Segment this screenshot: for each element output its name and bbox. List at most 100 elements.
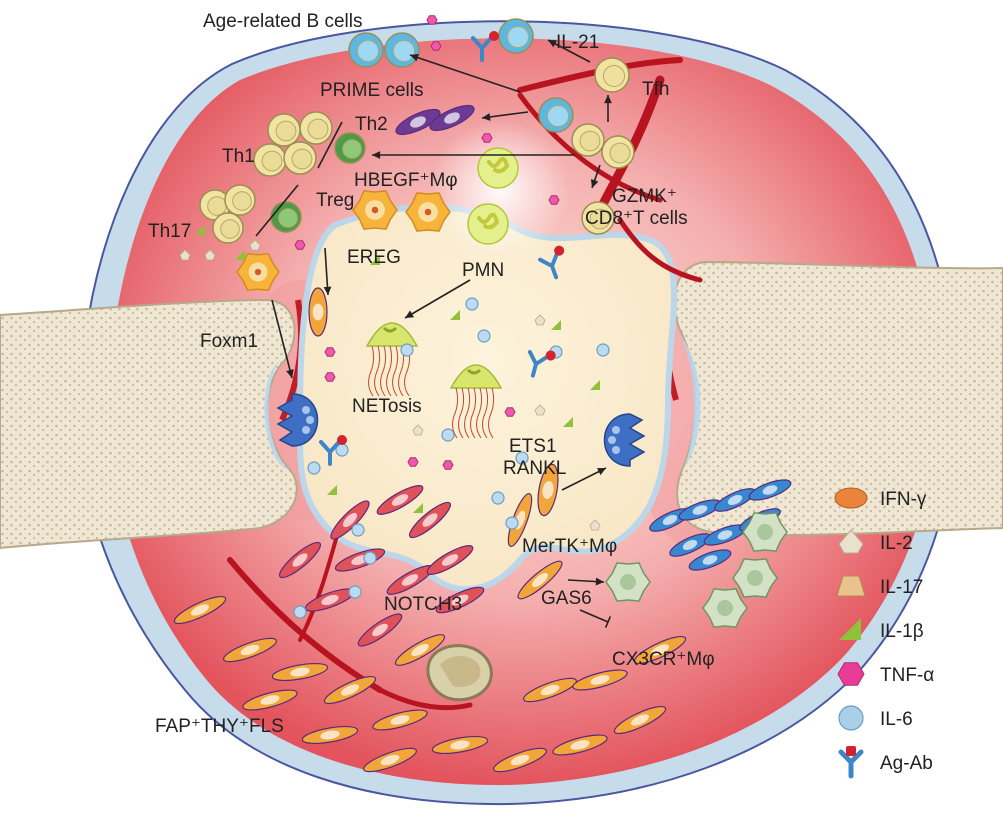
legend-item: TNF-α — [837, 662, 934, 686]
pmn-cell — [477, 147, 519, 189]
il-6-icon — [515, 451, 529, 465]
il-1b-icon — [235, 250, 245, 260]
cx3cr-macrophage — [742, 512, 788, 552]
b-cell — [538, 97, 574, 133]
cd8-t-cell — [601, 135, 635, 169]
cx3cr-macrophage — [702, 588, 748, 628]
th17-cell — [212, 212, 244, 244]
th2-cell — [334, 132, 366, 164]
legend-item: Ag-Ab — [838, 746, 933, 779]
cx3cr-macrophage — [732, 558, 778, 598]
osteoclast — [276, 393, 319, 447]
ag-ab-icon — [838, 749, 864, 779]
il-6-icon — [838, 705, 864, 731]
fls-cell — [323, 675, 377, 705]
tnf-alpha-icon — [504, 407, 516, 417]
legend-item: IL-1β — [839, 618, 924, 642]
th1-cell — [299, 111, 333, 145]
fls-cell — [552, 734, 608, 756]
cx3cr-macrophage — [605, 562, 651, 602]
fls-cell — [431, 735, 489, 755]
label-mertk-macrophage: MerTK⁺Mφ — [522, 536, 617, 557]
il-1b-icon — [563, 417, 573, 427]
tnf-alpha-icon — [548, 195, 560, 205]
hbegf-macrophage — [352, 190, 398, 230]
th1-cell — [253, 143, 287, 177]
label-age-related-b-cells: Age-related B cells — [203, 11, 362, 32]
tnf-alpha-icon — [430, 41, 442, 51]
il-2-icon — [179, 249, 191, 261]
pmn-cell — [467, 203, 509, 245]
legend-item: IL-6 — [838, 705, 913, 731]
il-6-icon — [505, 516, 519, 530]
il-6-icon — [465, 297, 479, 311]
il-2-icon — [589, 519, 601, 531]
il-2-icon — [838, 529, 864, 554]
ifn-gamma-icon — [834, 487, 868, 509]
fls-cell — [372, 709, 428, 731]
il-6-icon — [363, 551, 377, 565]
fls-cell — [572, 669, 628, 691]
sublining-fibroblast — [376, 485, 424, 515]
label-fap-thy-fls: FAP⁺THY⁺FLS — [155, 716, 284, 737]
fls-cell — [362, 747, 418, 773]
label-ereg: EREG — [347, 247, 401, 268]
label-th2: Th2 — [355, 114, 388, 135]
label-notch3: NOTCH3 — [384, 594, 462, 615]
netosis-cell — [449, 364, 503, 439]
legend-label: IFN-γ — [880, 489, 927, 510]
label-treg: Treg — [316, 190, 354, 211]
label-th1: Th1 — [222, 146, 255, 167]
cytokines-layer — [179, 15, 610, 619]
tnf-alpha-icon — [837, 662, 865, 686]
fls-cell — [613, 705, 667, 735]
ag-ab-icon — [527, 350, 556, 378]
il-1b-icon — [370, 255, 380, 265]
cells-layer — [173, 18, 792, 773]
osteoclast — [603, 413, 646, 467]
legend-label: IL-1β — [880, 621, 924, 642]
il-2-icon — [249, 239, 261, 251]
il-6-icon — [491, 491, 505, 505]
th1-cell — [283, 141, 317, 175]
il-2-icon — [412, 424, 424, 436]
fls-cell — [301, 725, 359, 745]
il-6-icon — [307, 461, 321, 475]
hbegf-macrophage — [405, 192, 451, 232]
il-1b-icon — [413, 503, 423, 513]
fls-cell — [242, 689, 298, 711]
il-17-icon — [836, 575, 866, 597]
b-cell — [498, 18, 534, 54]
fls-cell — [522, 677, 578, 703]
tnf-alpha-icon — [294, 240, 306, 250]
label-gzmk: GZMK⁺ — [612, 186, 677, 207]
legend-item: IFN-γ — [834, 487, 927, 510]
ets1-cell — [537, 463, 559, 517]
sublining-fibroblast — [426, 545, 474, 575]
th1-cell — [267, 113, 301, 147]
il-1b-icon — [195, 225, 205, 235]
fls-cell — [492, 747, 548, 773]
joint-cavity — [296, 203, 677, 593]
il-1b-icon — [590, 380, 600, 390]
blue-fibroblast — [748, 479, 792, 501]
il-2-icon — [204, 249, 216, 261]
legend-label: IL-2 — [880, 533, 913, 554]
th17-cell — [224, 184, 256, 216]
ag-ab-icon — [471, 31, 499, 62]
tnf-alpha-icon — [324, 372, 336, 382]
blue-fibroblast — [688, 549, 732, 571]
hbegf-macrophage — [236, 253, 280, 291]
il-1b-icon — [551, 320, 561, 330]
label-prime-cells: PRIME cells — [320, 80, 423, 101]
label-netosis: NETosis — [352, 396, 422, 417]
tnf-alpha-icon — [481, 133, 493, 143]
tnf-alpha-icon — [324, 347, 336, 357]
il-6-icon — [293, 605, 307, 619]
il-2-icon — [534, 404, 546, 416]
il-6-icon — [351, 523, 365, 537]
label-il21: IL-21 — [556, 32, 599, 53]
legend-label: IL-17 — [880, 577, 923, 598]
th17-cell — [199, 189, 231, 221]
